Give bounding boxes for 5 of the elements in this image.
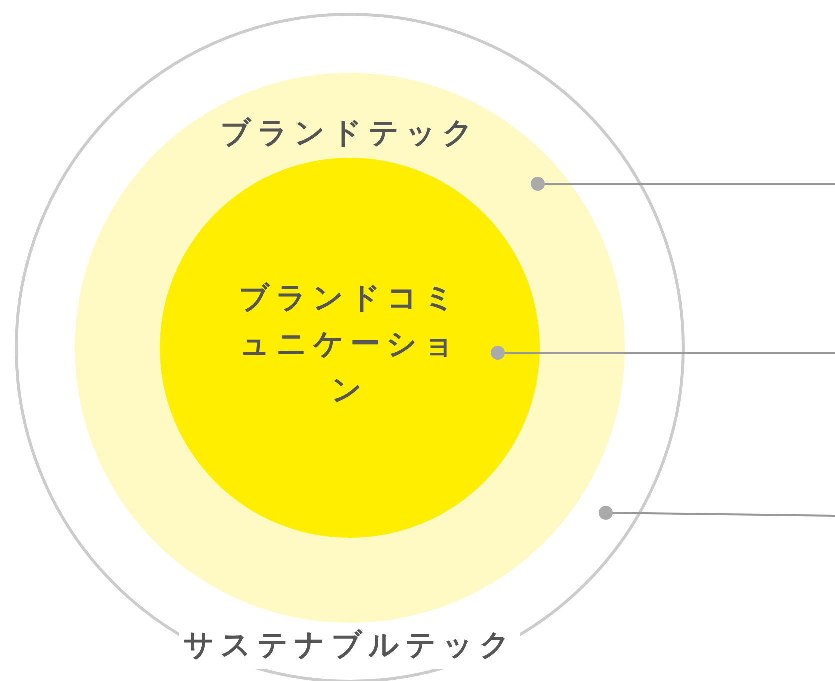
- circle-label: ブランドコミュニケーション: [238, 280, 462, 410]
- leader-line: [531, 177, 835, 191]
- circle-label: ブランドテック: [220, 115, 480, 153]
- leader-line: [491, 346, 835, 360]
- leader-line: [599, 506, 835, 520]
